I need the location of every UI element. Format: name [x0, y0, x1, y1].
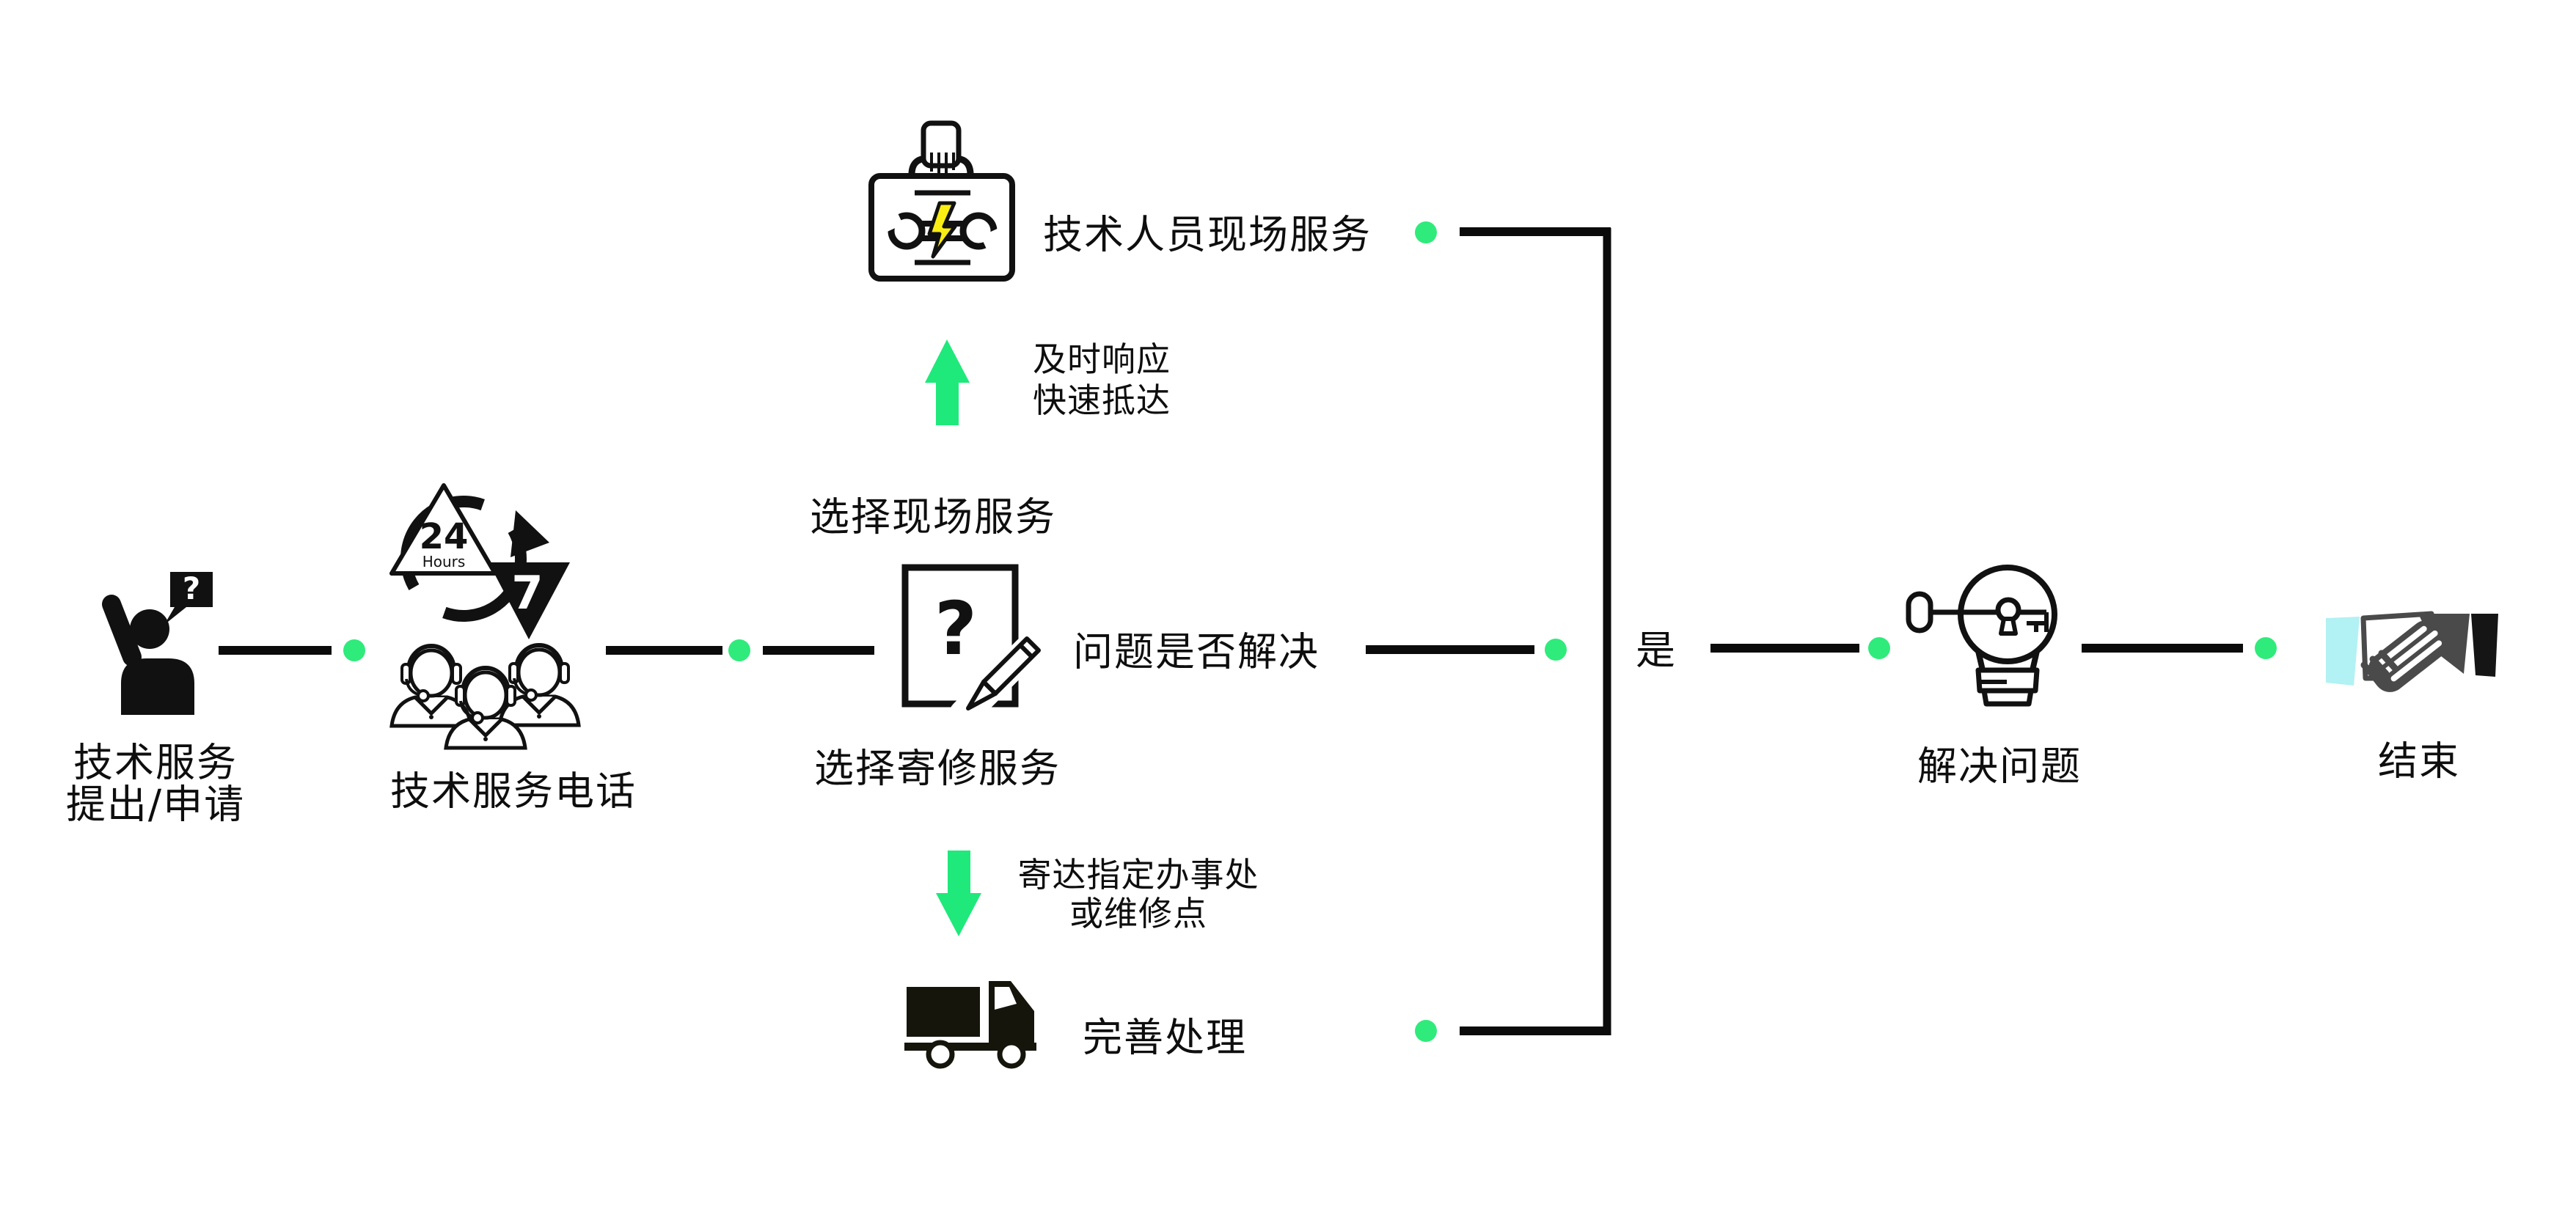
solved-label: 解决问题	[1917, 743, 2082, 790]
connector-dot	[1415, 221, 1437, 243]
doc-question-mark: ?	[934, 586, 977, 672]
handshake-icon	[2326, 611, 2498, 692]
connector-dot	[728, 639, 750, 661]
onsite-note-line1: 及时响应	[1033, 339, 1171, 379]
hotline-label: 技术服务电话	[390, 768, 637, 815]
request-label-line2: 提出/申请	[65, 781, 246, 828]
connector-dot	[1415, 1020, 1437, 1042]
bulb-key-icon	[1906, 565, 2057, 707]
connector-dot	[2255, 637, 2277, 659]
document-question-icon: ?	[901, 564, 1050, 727]
request-label-line1: 技术服务	[73, 739, 238, 786]
option-onsite-label: 选择现场服务	[810, 493, 1056, 540]
down-arrow	[936, 851, 981, 936]
onsite-label: 技术人员现场服务	[1043, 211, 1372, 258]
mailin-label: 完善处理	[1083, 1014, 1247, 1061]
yes-label: 是	[1636, 627, 1677, 674]
service-24-7-icon: 24 Hours 7	[389, 483, 594, 763]
decision-label: 问题是否解决	[1073, 628, 1320, 675]
connector-dot	[1545, 639, 1567, 661]
truck-icon	[904, 981, 1036, 1069]
badge-hours: Hours	[422, 553, 466, 570]
bubble-question-mark: ?	[183, 570, 200, 606]
mailin-note-line2: 或维修点	[1069, 894, 1207, 933]
option-mailin-label: 选择寄修服务	[814, 745, 1061, 792]
up-arrow	[925, 339, 970, 425]
onsite-note-line2: 快速抵达	[1033, 381, 1171, 420]
badge-24: 24	[420, 516, 469, 557]
badge-7: 7	[511, 566, 543, 620]
connector-dot	[343, 639, 365, 661]
connector-dot	[1868, 637, 1890, 659]
person-question-icon: ?	[102, 570, 213, 715]
toolbox-wrench-icon	[868, 120, 1015, 282]
end-label: 结束	[2378, 738, 2460, 785]
mailin-note-line1: 寄达指定办事处	[1017, 855, 1259, 895]
